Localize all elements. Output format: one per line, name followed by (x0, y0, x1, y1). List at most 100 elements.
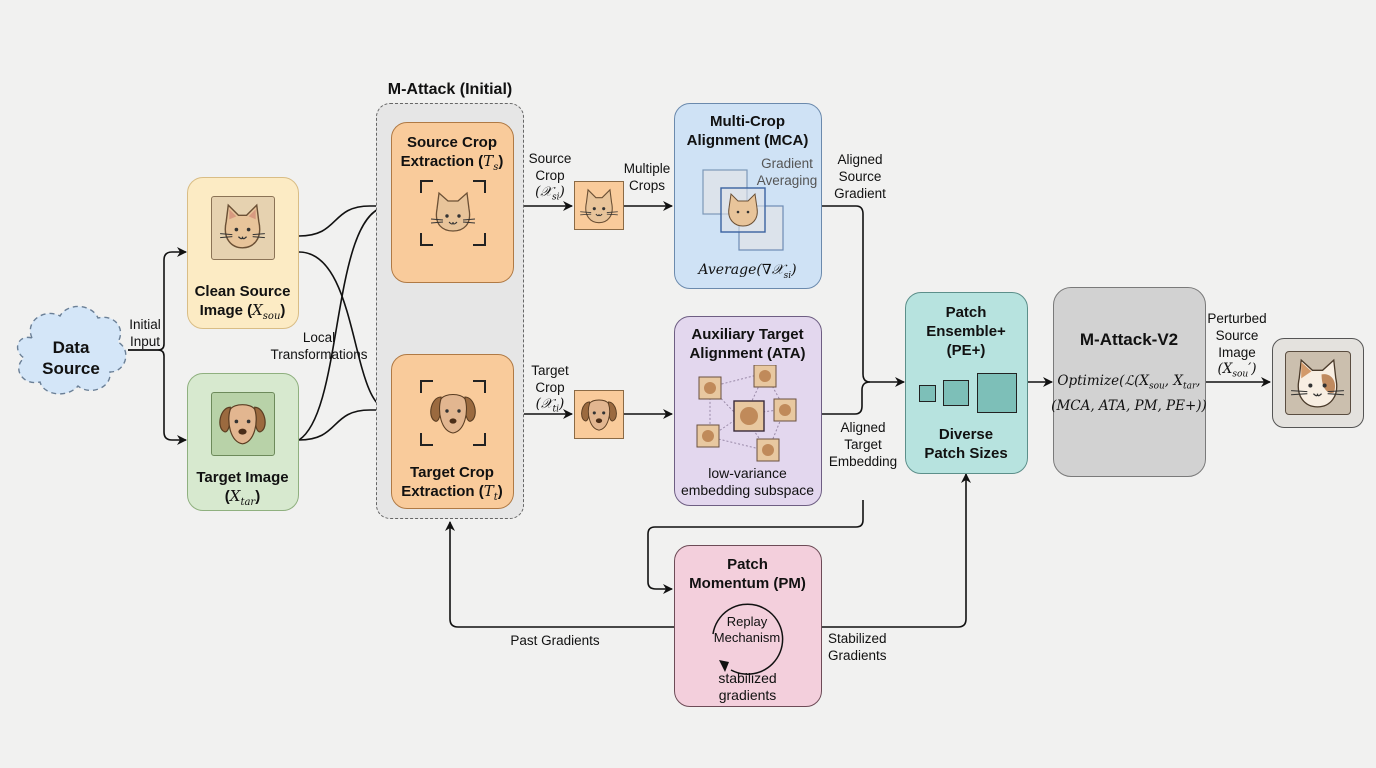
source-crop-thumbnail (574, 181, 624, 230)
mca-formula-sub: si (783, 270, 792, 281)
perturbed-line3: Image (1218, 345, 1256, 360)
ata-caption-line1: low-variance (708, 465, 787, 481)
perturbed-sub: sou (1232, 369, 1249, 380)
target-crop-label-suffix: ) (559, 396, 565, 412)
data-source-line1: Data (52, 338, 90, 357)
pm-title-line1: Patch (727, 556, 768, 573)
arrow-target-to-source-crop (298, 205, 391, 441)
past-gradients-label: Past Gradients (510, 633, 600, 648)
source-crop-sub: s (493, 162, 499, 173)
clean-source-symbol: X (252, 301, 263, 319)
m-attack-v2-title: M-Attack-V2 (1079, 330, 1179, 349)
target-crop-title-line2: Extraction (Tt) (392, 482, 512, 507)
stacked-crops-icon (702, 169, 784, 251)
mca-title-line1: Multi-Crop (710, 113, 785, 130)
target-image-title-line1: Target Image (196, 469, 289, 486)
source-crop-label-symbol: (𝒳si) (522, 184, 578, 207)
multiple-crops-label: Multiple Crops (616, 160, 678, 194)
embedding-cluster-icon (696, 365, 797, 462)
m-attack-initial-title: M-Attack (Initial) (387, 81, 513, 98)
pe-plus-title-line2: Ensemble+ (926, 323, 1006, 340)
target-crop-title-line1: Target Crop (410, 464, 494, 481)
pe-plus-title-line3: (PE+) (946, 342, 986, 359)
target-crop-label-line1: Target (531, 363, 569, 378)
gradient-averaging-label: Gradient Averaging (755, 155, 819, 189)
perturbed-sym: (X (1217, 361, 1233, 377)
initial-input-line1: Initial (129, 317, 161, 332)
pe-plus-caption: Diverse Patch Sizes (906, 425, 1026, 463)
target-crop-label: Target Crop (𝒳ti) (522, 362, 578, 419)
target-crop-thumbnail (574, 390, 624, 439)
target-crop-label-sub: ti (552, 404, 560, 415)
source-crop-extraction-title: Source Crop Extraction (Ts) (392, 133, 512, 177)
target-image-sub: tar (240, 497, 256, 508)
replay-mechanism-label: Replay Mechanism (705, 614, 789, 646)
stabilized-gradients-label: Stabilized Gradients (828, 630, 898, 664)
formula-part1: Optimize(ℒ(X (1057, 373, 1149, 389)
local-transformations-line2: Transformations (270, 347, 368, 362)
aligned-target-embedding-line3: Embedding (828, 454, 898, 469)
perturbed-suffix: ′) (1248, 361, 1257, 377)
source-crop-label-suffix: ) (559, 184, 565, 200)
arrow-stabilized-gradients (822, 473, 971, 628)
aligned-source-gradient-line3: Gradient (834, 186, 886, 201)
ata-title: Auxiliary Target Alignment (ATA) (675, 325, 820, 363)
target-crop-extraction-node: Target Crop Extraction (Tt) (391, 354, 514, 509)
target-crop-suffix: ) (497, 483, 503, 500)
aligned-target-embedding-line1: Aligned (840, 420, 886, 435)
crop-frame-cat-icon (420, 180, 486, 246)
ata-node: Auxiliary Target Alignment (ATA) low-var… (674, 316, 822, 506)
arrow-mca-to-pe (822, 205, 905, 387)
perturbed-symbol: (Xsou′) (1204, 361, 1270, 384)
formula-end: , (1196, 373, 1201, 389)
arrow-initial-input-target (128, 349, 187, 445)
formula-line1: Optimize(ℒ(Xsou, Xtar, (1046, 372, 1212, 397)
pm-title: Patch Momentum (PM) (675, 555, 820, 593)
arrow-source-to-source-crop (298, 201, 391, 237)
initial-input-label: Initial Input (122, 316, 168, 350)
target-image-suffix: ) (255, 488, 261, 505)
source-crop-suffix: ) (498, 153, 504, 170)
source-crop-label-line1: Source (528, 151, 572, 166)
replay-cycle-icon (712, 603, 784, 675)
ata-caption: low-variance embedding subspace (675, 465, 820, 499)
mca-formula: Average(∇𝒳si) (675, 262, 820, 281)
pm-node: Patch Momentum (PM) Replay Mechanism sta… (674, 545, 822, 707)
dog-embeddings (696, 365, 797, 462)
data-source-cloud (16, 305, 127, 395)
target-crop-title-prefix: Extraction ( (401, 483, 484, 500)
source-crop-title-line1: Source Crop (406, 134, 497, 151)
aligned-source-gradient-label: Aligned Source Gradient (826, 151, 894, 202)
m-attack-v2-node: M-Attack-V2 Optimize(ℒ(Xsou, Xtar, (MCA,… (1051, 287, 1207, 477)
aligned-source-gradient-line1: Aligned (837, 152, 883, 167)
dog-face-icon (581, 399, 617, 431)
local-transformations-line1: Local (302, 330, 336, 345)
initial-input-line2: Input (129, 334, 161, 349)
mca-title: Multi-Crop Alignment (MCA) (675, 112, 820, 150)
source-crop-label-sub: si (552, 192, 560, 203)
stabilized-gradients-line2: Gradients (828, 648, 887, 663)
aligned-target-embedding-label: Aligned Target Embedding (826, 419, 900, 470)
cat-face-icon (580, 188, 618, 224)
source-crop-title-line2: Extraction (Ts) (392, 152, 512, 177)
target-image-title-line2: (Xtar) (188, 487, 297, 512)
clean-source-prefix: Image ( (199, 302, 253, 319)
arrow-ata-to-pm (647, 500, 864, 594)
data-source-label: Data Source (10, 337, 132, 379)
target-crop-extraction-title: Target Crop Extraction (Tt) (392, 463, 512, 507)
dog-face-icon (219, 404, 266, 445)
pe-plus-title-line1: Patch (945, 304, 987, 321)
source-crop-label-line2: Crop (535, 168, 565, 183)
perturbed-line1: Perturbed (1207, 311, 1267, 326)
gradient-averaging-line2: Averaging (756, 173, 818, 188)
local-transformations-label: Local Transformations (262, 329, 376, 363)
m-attack-v2-formula: Optimize(ℒ(Xsou, Xtar, (MCA, ATA, PM, PE… (1046, 372, 1212, 416)
dog-thumbnail (211, 392, 275, 456)
mca-formula-prefix: Average(∇𝒳 (698, 262, 784, 278)
arrow-past-gradients (445, 521, 674, 628)
source-crop-symbol: T (483, 152, 494, 170)
clean-source-title: Clean Source Image (Xsou) (188, 282, 297, 326)
mca-formula-suffix: ) (791, 262, 797, 278)
cat-face-icon (220, 203, 265, 249)
